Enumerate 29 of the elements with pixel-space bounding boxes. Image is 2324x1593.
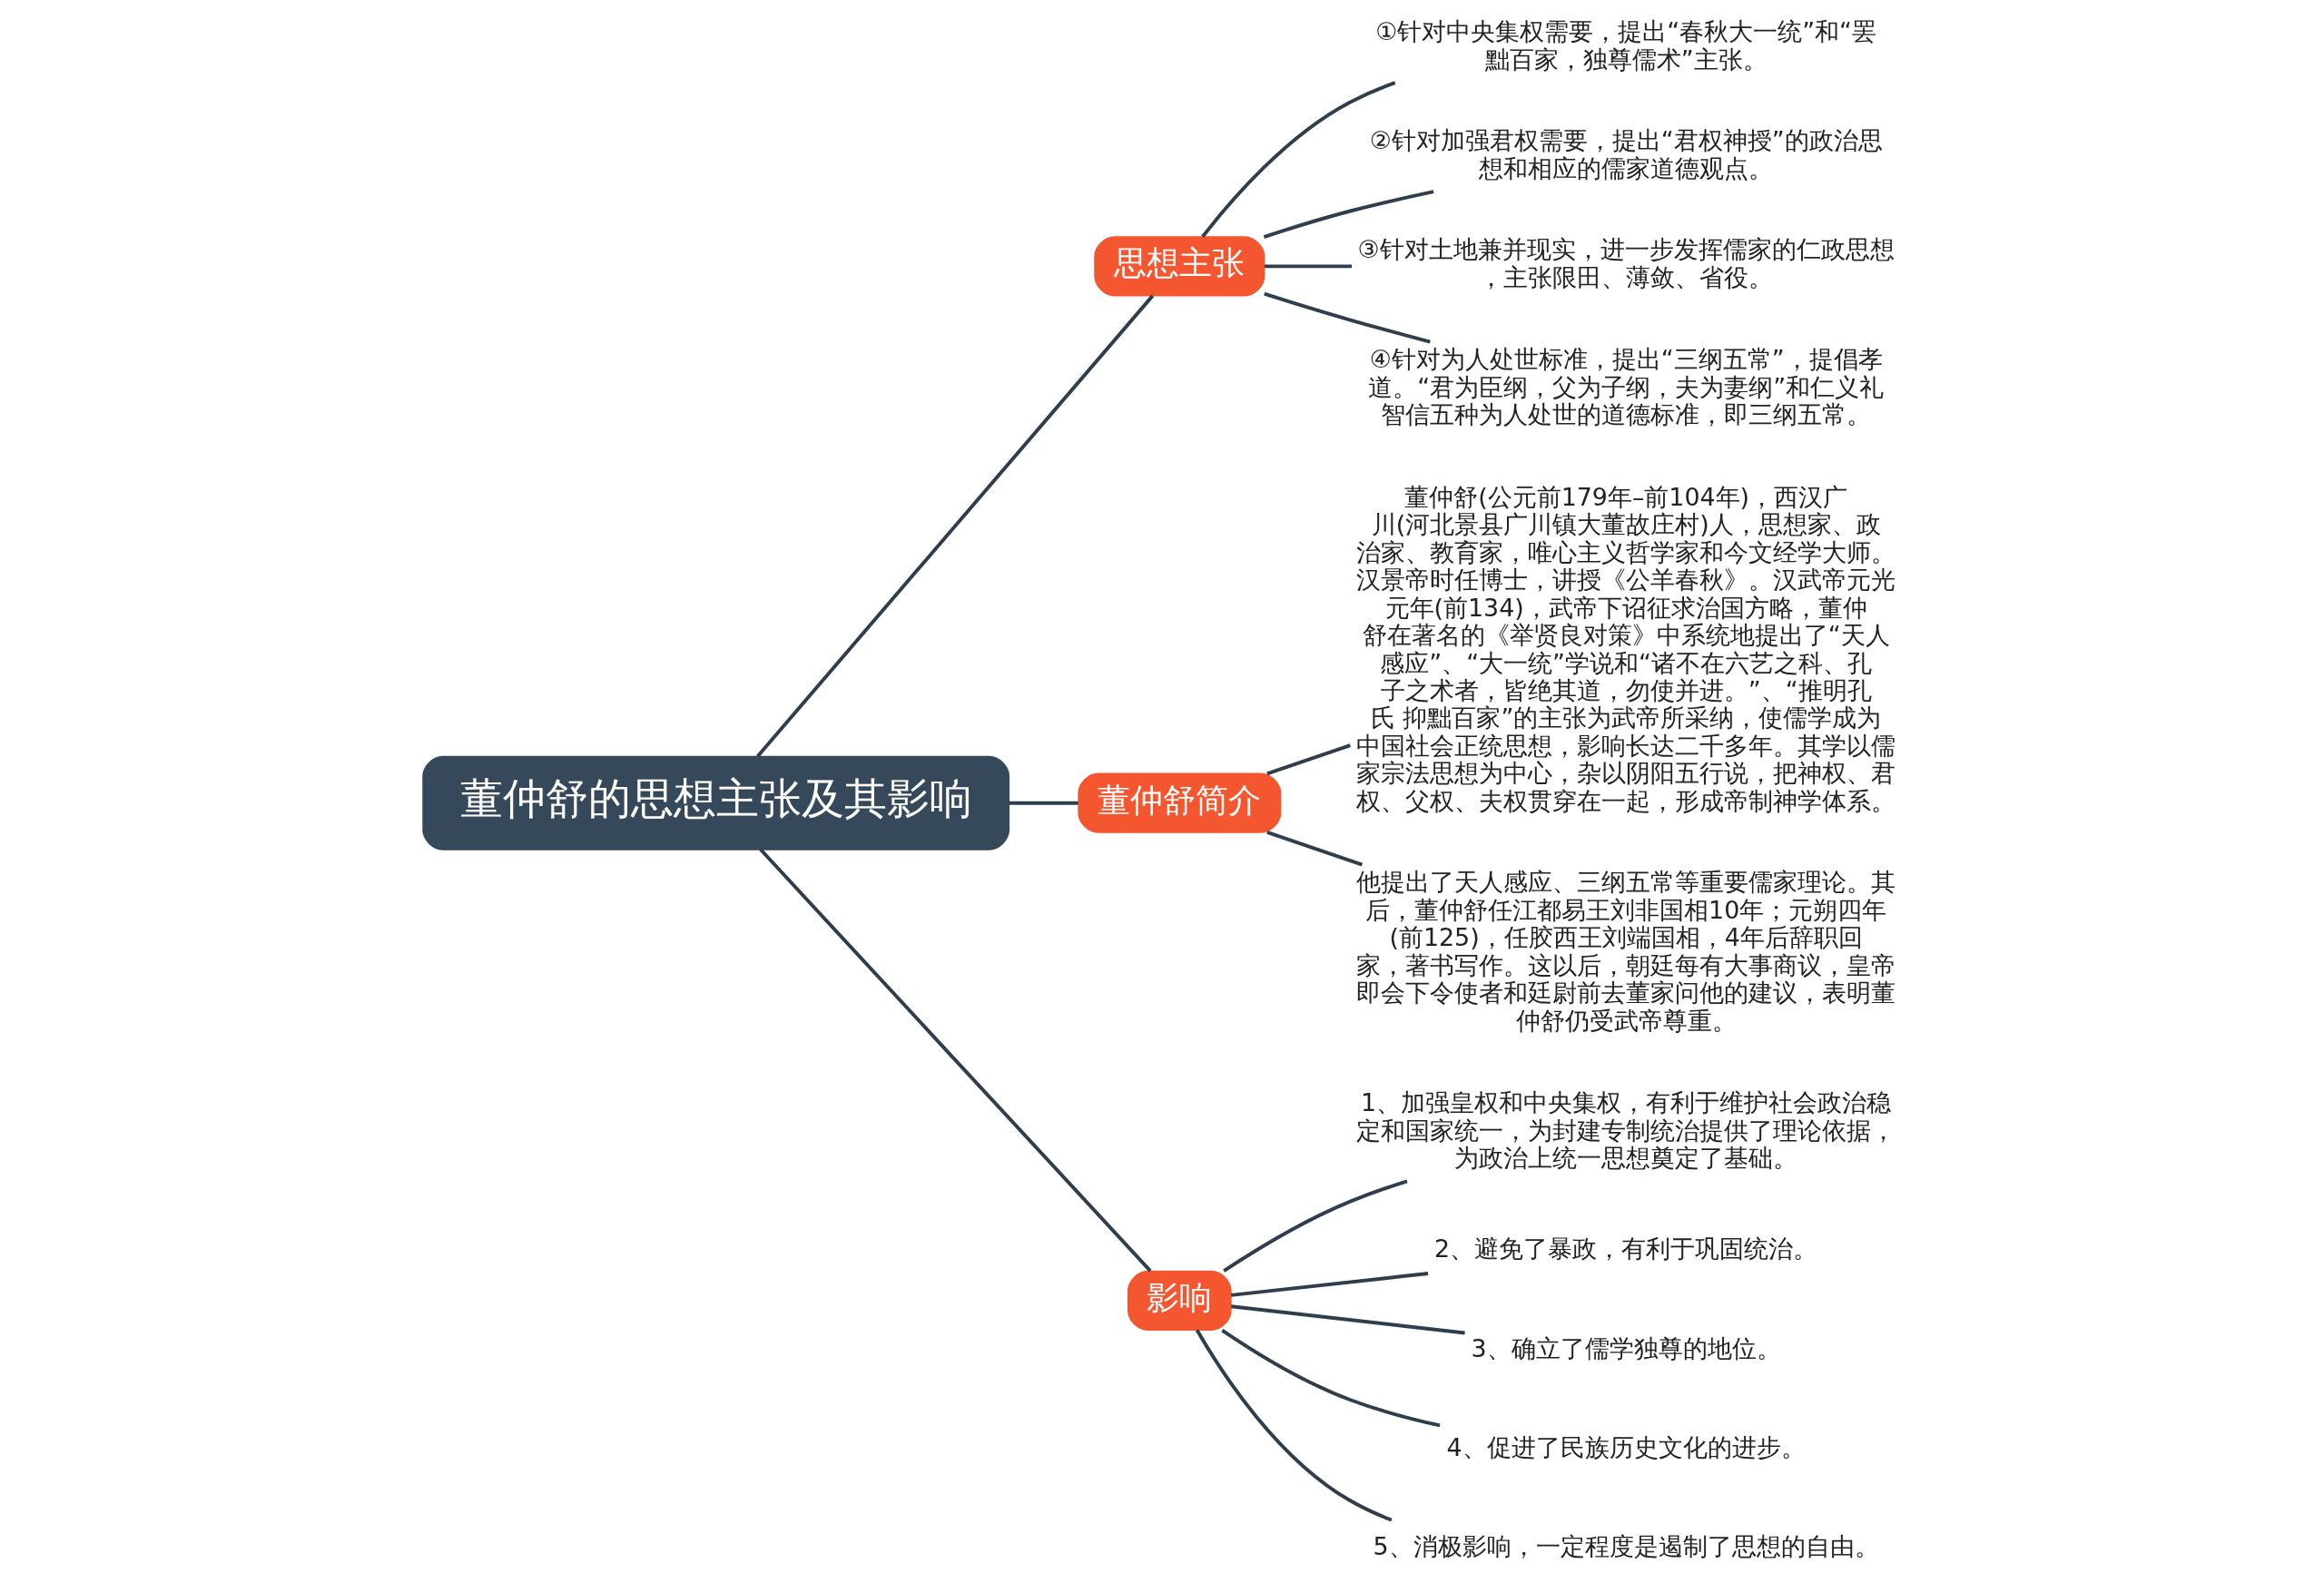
node-text: 3、确立了儒学独尊的地位。 <box>1471 1333 1781 1362</box>
node-text: 2、避免了暴政，有利于巩固统治。 <box>1433 1234 1817 1264</box>
connector <box>1009 801 1078 805</box>
node-box: 影响 <box>1127 1270 1232 1332</box>
connector <box>1220 1328 1441 1428</box>
connector <box>1263 291 1431 344</box>
connector <box>1265 831 1363 867</box>
node-box: 董仲舒简介 <box>1077 772 1281 833</box>
connector <box>1230 1272 1428 1297</box>
connector <box>755 294 1154 758</box>
node-box: 思想主张 <box>1093 236 1265 297</box>
connector <box>1264 264 1352 269</box>
connector <box>1230 1304 1465 1335</box>
node-text: 他提出了天人感应、三纲五常等重要儒家理论。其后，董仲舒任江都易王刘非国相10年；元朔四年(前125)，任胶西王刘端国相，4年后辞职回家，著书写作。这以后，朝廷每有大事商议，皇帝即会下令使者和廷尉前去董家问他的建议，表明董仲舒仍受武帝尊重。 <box>1355 868 1896 1035</box>
connector <box>758 848 1152 1273</box>
connector <box>1263 190 1433 239</box>
node-text: 5、消极影响，一定程度是遏制了思想的自由。 <box>1373 1532 1879 1561</box>
node-text: 1、加强皇权和中央集权，有利于维护社会政治稳定和国家统一，为封建专制统治提供了理论依据，为政治上统一思想奠定了基础。 <box>1355 1088 1896 1173</box>
connector <box>1222 1179 1408 1273</box>
node-text: 董仲舒(公元前179年–前104年)，西汉广川(河北景县广川镇大董故庄村)人，思想家、政治家、教育家，唯心主义哲学家和今文经学大师。汉景帝时任博士，讲授《公羊春秋》。汉武帝元光元年(前134)，武帝下诏征求治国方略，董仲舒在著名的《举贤良对策》中系统地提出了“天人感应”、“大一统”学说和“诸不在六艺之科、孔子之术者，皆绝其道，勿使并进。”、“推明孔氏 抑黜百家”的主张为武帝所采纳，使儒学成为中国社会正统思想，影响长达二千多年。其学以儒家宗法思想为中心，杂以阴阳五行说，把神权、君权、父权、夫权贯穿在一起，形成帝制神学体系。 <box>1355 482 1896 815</box>
node-text: ③针对土地兼并现实，进一步发挥儒家的仁政思想，主张限田、薄敛、省役。 <box>1357 235 1895 291</box>
node-text: 4、促进了民族历史文化的进步。 <box>1446 1433 1806 1462</box>
connector <box>1195 1329 1392 1522</box>
node-box: 董仲舒的思想主张及其影响 <box>421 755 1009 851</box>
node-text: ①针对中央集权需要，提出“春秋大一统”和“罢黜百家，独尊儒术”主张。 <box>1374 17 1876 74</box>
connector <box>1200 81 1395 238</box>
node-text: ④针对为人处世标准，提出“三纲五常”，提倡孝道。“君为臣纲，父为子纲，夫为妻纲”和仁义礼智信五种为人处世的道德标准，即三纲五常。 <box>1367 345 1884 429</box>
connector <box>1265 743 1351 776</box>
node-text: ②针对加强君权需要，提出“君权神授”的政治思想和相应的儒家道德观点。 <box>1369 126 1883 182</box>
